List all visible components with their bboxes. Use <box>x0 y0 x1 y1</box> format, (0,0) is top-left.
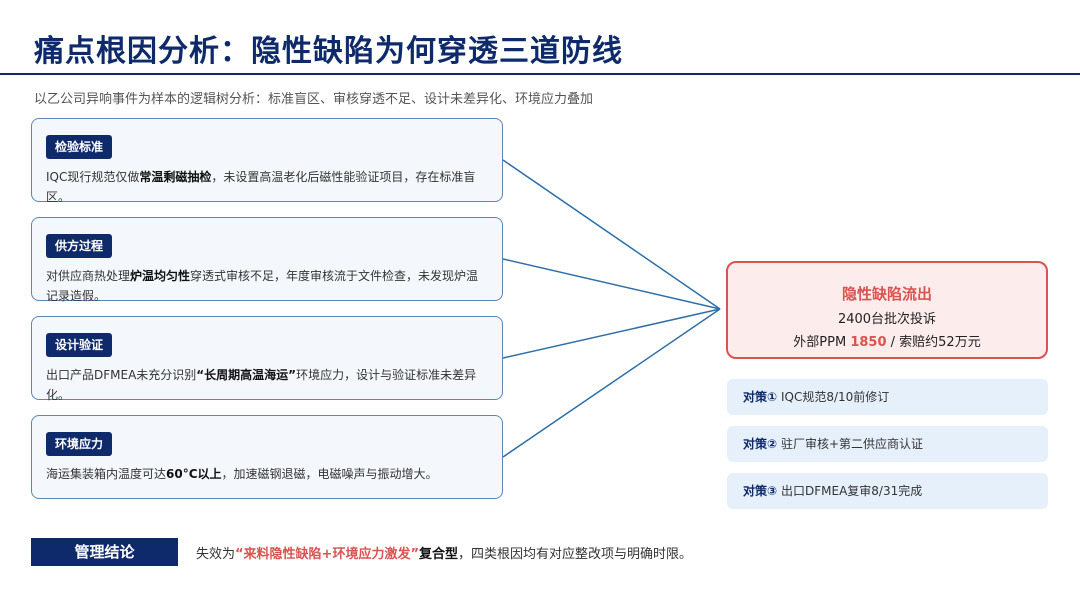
cause-tag: 检验标准 <box>46 135 113 159</box>
cause-description: IQC现行规范仅做常温剩磁抽检，未设置高温老化后磁性能验证项目，存在标准盲区。 <box>46 170 476 204</box>
result-box: 隐性缺陷流出 2400台批次投诉 外部PPM 1850 / 索赔约52万元 <box>726 261 1048 359</box>
connector-line-2 <box>502 258 721 310</box>
cause-card-design-verification: 设计验证 出口产品DFMEA未充分识别“长周期高温海运”环境应力，设计与验证标准… <box>31 316 503 402</box>
connector-line-1 <box>502 159 721 310</box>
cause-card-environmental-stress: 环境应力 海运集装箱内温度可达60°C以上，加速磁钢退磁，电磁噪声与振动增大。 <box>31 415 503 499</box>
cause-tag: 供方过程 <box>46 234 113 258</box>
cause-description: 出口产品DFMEA未充分识别“长周期高温海运”环境应力，设计与验证标准未差异化。 <box>46 368 477 402</box>
result-ppm-claims: 外部PPM 1850 / 索赔约52万元 <box>793 335 981 350</box>
page-title: 痛点根因分析：隐性缺陷为何穿透三道防线 <box>34 34 623 69</box>
connector-line-4 <box>502 308 721 458</box>
cause-card-supplier-process: 供方过程 对供应商热处理炉温均匀性穿透式审核不足，年度审核流于文件检查，未发现炉… <box>31 217 503 303</box>
conclusion-text: 失效为“来料隐性缺陷+环境应力激发”复合型，四类根因均有对应整改项与明确时限。 <box>196 547 693 562</box>
countermeasure-item: 对策② 驻厂审核+第二供应商认证 <box>727 426 1048 462</box>
cause-description: 海运集装箱内温度可达60°C以上，加速磁钢退磁，电磁噪声与振动增大。 <box>46 467 438 481</box>
page-subtitle: 以乙公司异响事件为样本的逻辑树分析：标准盲区、审核穿透不足、设计未差异化、环境应… <box>34 92 594 107</box>
cause-tag: 环境应力 <box>46 432 113 456</box>
result-complaints: 2400台批次投诉 <box>837 312 937 327</box>
title-divider <box>0 73 1080 75</box>
cause-tag: 设计验证 <box>46 333 113 357</box>
countermeasure-item: 对策③ 出口DFMEA复审8/31完成 <box>727 473 1048 509</box>
cause-description: 对供应商热处理炉温均匀性穿透式审核不足，年度审核流于文件检查，未发现炉温记录造假… <box>46 269 479 303</box>
result-title: 隐性缺陷流出 <box>841 285 932 303</box>
cause-card-inspection-standard: 检验标准 IQC现行规范仅做常温剩磁抽检，未设置高温老化后磁性能验证项目，存在标… <box>31 118 503 204</box>
countermeasure-item: 对策① IQC规范8/10前修订 <box>727 379 1048 415</box>
connector-line-3 <box>502 308 721 359</box>
ppm-value: 1850 <box>850 335 887 350</box>
conclusion-label: 管理结论 <box>31 538 178 566</box>
